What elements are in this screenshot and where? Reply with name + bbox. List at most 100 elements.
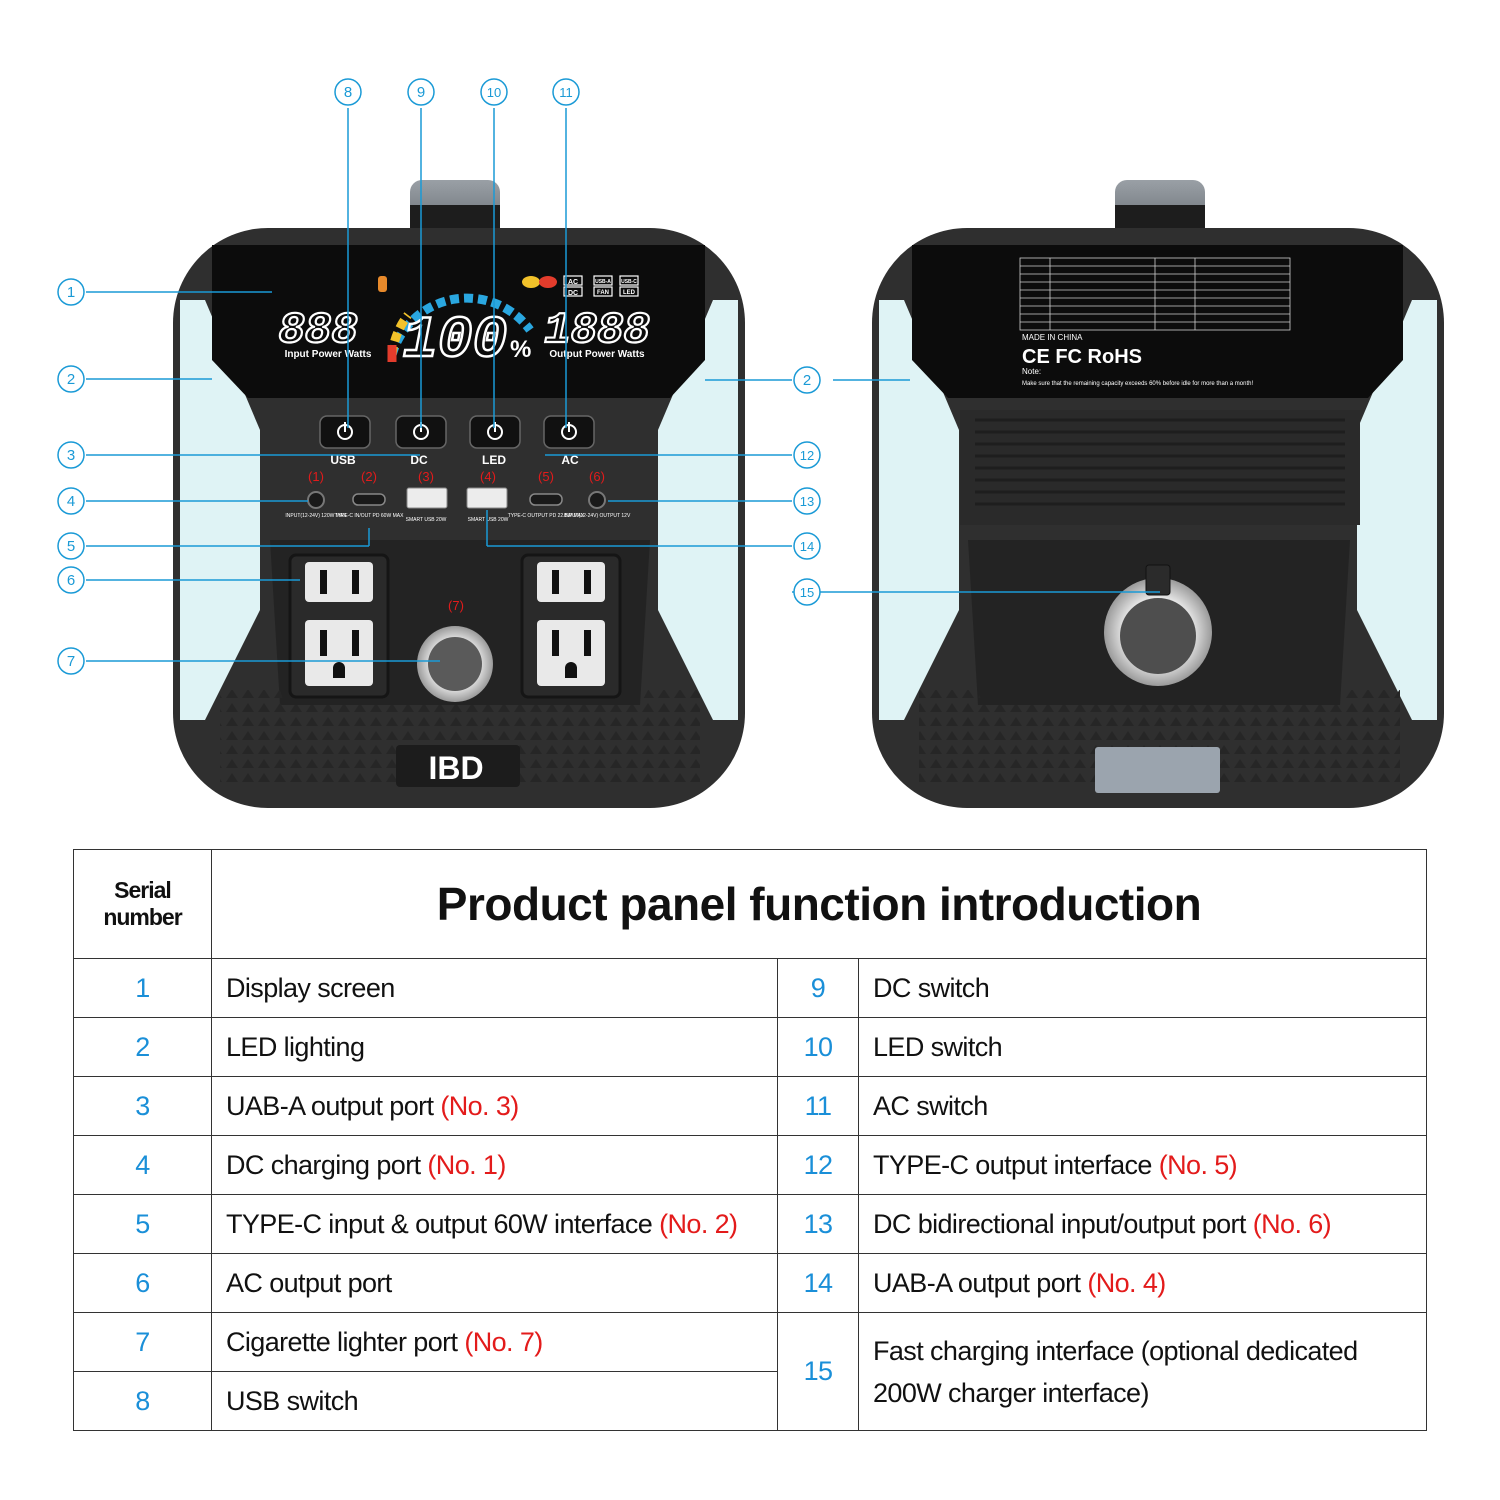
row-number: 12	[777, 1135, 859, 1195]
fast-charging-port[interactable]	[1104, 564, 1212, 686]
back-unit: MADE IN CHINA CE FC RoHS Note: Make sure…	[872, 180, 1444, 808]
port-number-5: (5)	[538, 469, 554, 484]
callout-15: 15	[800, 585, 814, 600]
callout-7: 7	[67, 653, 75, 670]
port-number-1: (1)	[308, 469, 324, 484]
callout-circle-5	[57, 532, 85, 560]
cigarette-lighter-port[interactable]	[417, 626, 493, 702]
back-led-panel-right	[1357, 300, 1437, 720]
back-vent-grille	[919, 690, 1400, 785]
back-led-panel-left	[879, 300, 959, 720]
row-text: USB switch	[226, 1385, 359, 1416]
front-unit: 888 Input Power Watts 100 % 1888 Output …	[173, 180, 745, 808]
callout-2b: 2	[803, 372, 811, 389]
brand-plate	[396, 745, 520, 787]
indicator-icons	[563, 275, 639, 297]
usb-a-port-3[interactable]	[406, 487, 448, 509]
callout-circle-7	[57, 647, 85, 675]
port-caption-6: INPUT(12-24V) OUTPUT 12V	[564, 513, 631, 519]
button-label-ac: AC	[561, 453, 579, 467]
made-in-label: MADE IN CHINA	[1022, 333, 1083, 342]
table-row: 8 USB switch	[73, 1371, 1427, 1431]
row-number: 14	[777, 1253, 859, 1313]
callout-2: 2	[67, 371, 75, 388]
row-description: AC output port	[211, 1253, 778, 1313]
indicator-led: LED	[623, 290, 636, 296]
callout-circle-10	[480, 78, 508, 106]
table-row: 4 DC charging port (No. 1) 12 TYPE-C out…	[73, 1135, 1428, 1195]
callout-circle-2b	[793, 366, 821, 394]
output-power-digits: 1888	[544, 306, 650, 356]
row-description: Fast charging interface (optional dedica…	[857, 1312, 1428, 1431]
indicator-fan: FAN	[597, 290, 609, 296]
output-power-caption: Output Power Watts	[549, 349, 645, 360]
row-text: DC bidirectional input/output port	[873, 1208, 1246, 1239]
callout-circle-4	[57, 487, 85, 515]
row-reference: (No. 3)	[440, 1090, 519, 1121]
row-text: TYPE-C output interface	[873, 1149, 1152, 1180]
button-label-led: LED	[482, 453, 506, 467]
callout-5: 5	[67, 538, 75, 555]
dc-input-port[interactable]	[307, 491, 325, 509]
table-row: 2 LED lighting 10 LED switch	[73, 1017, 1428, 1077]
port-caption-1: INPUT(12-24V) 120W MAX	[285, 513, 347, 519]
callout-circle-15	[793, 578, 821, 606]
row-description: Display screen	[211, 958, 778, 1018]
type-c-output-port[interactable]	[529, 493, 563, 506]
input-power-caption: Input Power Watts	[285, 349, 372, 360]
row-number: 1	[73, 958, 212, 1018]
port-number-2: (2)	[361, 469, 377, 484]
ac-switch-button[interactable]	[543, 415, 595, 449]
row-number: 2	[73, 1017, 212, 1077]
port-number-3: (3)	[418, 469, 434, 484]
note-title: Note:	[1022, 367, 1041, 376]
percent-sign: %	[510, 336, 531, 363]
indicator-ac: AC	[568, 279, 578, 286]
port-number-7: (7)	[448, 598, 464, 613]
front-vent-grille	[220, 690, 700, 785]
table-row: 5 TYPE-C input & output 60W interface (N…	[73, 1194, 1428, 1254]
row-text: DC switch	[873, 972, 990, 1003]
callout-circle-2	[57, 365, 85, 393]
row-text: UAB-A output port	[226, 1090, 434, 1121]
port-number-6: (6)	[589, 469, 605, 484]
row-description: Cigarette lighter port (No. 7)	[211, 1312, 778, 1372]
row-reference: (No. 1)	[427, 1149, 506, 1180]
serial-number-header: Serial number	[73, 849, 212, 959]
ac-outlet-left[interactable]	[288, 553, 390, 699]
usb-a-port-4[interactable]	[466, 487, 508, 509]
callout-circle-3	[57, 441, 85, 469]
row-description: DC bidirectional input/output port (No. …	[857, 1194, 1428, 1254]
callout-14: 14	[800, 539, 814, 554]
indicator-usb-a: USB-A	[595, 279, 611, 285]
row-description: DC charging port (No. 1)	[211, 1135, 778, 1195]
row-description: TYPE-C input & output 60W interface (No.…	[211, 1194, 778, 1254]
row-number: 15	[777, 1312, 859, 1431]
callout-circle-13	[793, 487, 821, 515]
callout-circle-6	[57, 566, 85, 594]
row-number: 6	[73, 1253, 212, 1313]
row-text: DC charging port	[226, 1149, 421, 1180]
product-diagram: 888 Input Power Watts 100 % 1888 Output …	[57, 78, 1444, 808]
row-description: UAB-A output port (No. 4)	[857, 1253, 1428, 1313]
note-text: Make sure that the remaining capacity ex…	[1022, 381, 1253, 387]
row-reference: (No. 6)	[1252, 1208, 1332, 1239]
row-description: UAB-A output port (No. 3)	[211, 1076, 778, 1136]
led-switch-button[interactable]	[469, 415, 521, 449]
led-panel-right	[658, 300, 738, 720]
dc-bidirectional-port[interactable]	[588, 491, 606, 509]
row-text: TYPE-C input & output 60W interface	[226, 1208, 653, 1239]
callout-circle-11	[552, 78, 580, 106]
callout-11: 11	[559, 85, 573, 100]
type-c-in-out-port[interactable]	[352, 493, 386, 506]
button-label-usb: USB	[330, 453, 356, 467]
callout-1: 1	[67, 284, 75, 301]
ac-outlet-right[interactable]	[520, 553, 622, 699]
usb-switch-button[interactable]	[319, 415, 371, 449]
row-description: DC switch	[857, 958, 1428, 1018]
row-text: Display screen	[226, 972, 395, 1003]
callout-12: 12	[800, 448, 814, 463]
function-table: Serial number Product panel function int…	[73, 849, 1428, 1431]
row-text: LED lighting	[226, 1031, 365, 1062]
port-caption-4: SMART USB 20W	[468, 517, 509, 523]
